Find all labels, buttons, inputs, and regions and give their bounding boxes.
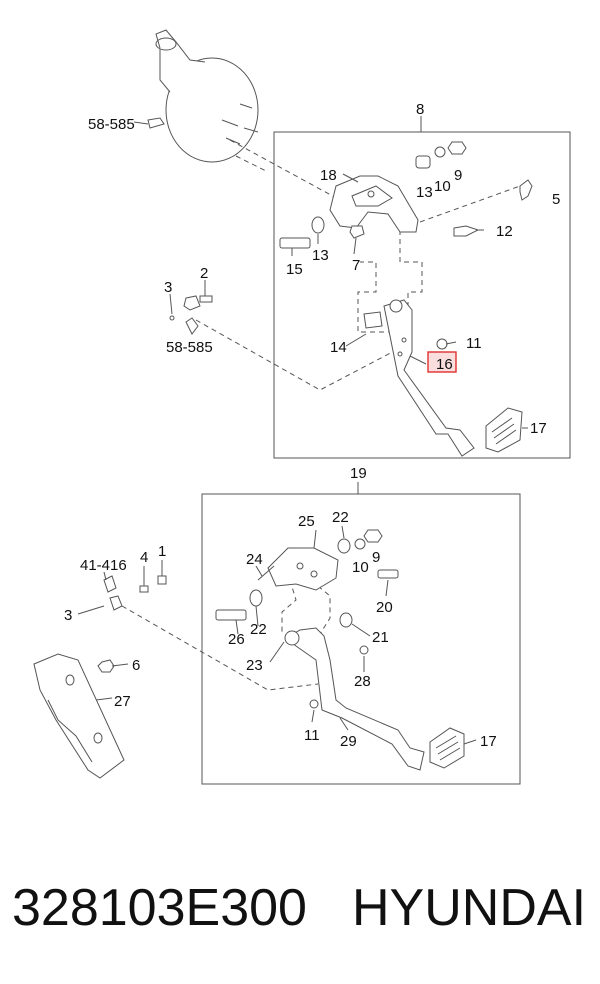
callout-21: 21 <box>372 629 389 646</box>
callout-18: 18 <box>320 167 337 184</box>
callout-20: 20 <box>376 599 393 616</box>
upper-small-parts <box>169 141 533 350</box>
callout-2: 2 <box>200 265 208 282</box>
part-16-highlight <box>427 351 457 373</box>
brand-name: HYUNDAI <box>352 879 587 937</box>
callout-23: 23 <box>246 657 263 674</box>
group-label-19: 19 <box>350 465 367 482</box>
callout-6: 6 <box>132 657 140 674</box>
callout-29: 29 <box>340 733 357 750</box>
part-number: 328103E300 <box>12 879 307 937</box>
callout-7: 7 <box>352 257 360 274</box>
callout-3-lower: 3 <box>64 607 72 624</box>
callout-17-lower: 17 <box>480 733 497 750</box>
callout-28: 28 <box>354 673 371 690</box>
callout-1: 1 <box>158 543 166 560</box>
callout-10-lower: 10 <box>352 559 369 576</box>
lower-dashed-leaders <box>121 579 331 691</box>
upper-pedal-arm <box>383 299 475 457</box>
callout-22-top: 22 <box>332 509 349 526</box>
callout-25: 25 <box>298 513 315 530</box>
callout-11-top: 11 <box>466 335 482 352</box>
callout-11-lower: 11 <box>304 727 320 744</box>
upper-bracket <box>329 175 419 233</box>
upper-pedal-pad <box>485 407 523 453</box>
callout-13-mid: 13 <box>312 247 329 264</box>
brake-booster <box>147 29 259 163</box>
upper-assembly-frame <box>273 131 571 459</box>
caption-bar: 328103E300 HYUNDAI <box>0 870 600 950</box>
callout-16: 16 <box>436 356 453 373</box>
callout-9-lower: 9 <box>372 549 380 566</box>
callout-13-top: 13 <box>416 184 433 201</box>
upper-callout-leaders <box>133 121 528 429</box>
callout-27: 27 <box>114 693 131 710</box>
callout-3-top: 3 <box>164 279 172 296</box>
lower-small-parts <box>97 529 399 709</box>
callout-24: 24 <box>246 551 263 568</box>
callout-41416: 41-416 <box>80 557 127 574</box>
callout-4: 4 <box>140 549 148 566</box>
callout-58585-top: 58-585 <box>88 116 135 133</box>
lower-callout-leaders <box>77 525 477 745</box>
callout-5: 5 <box>552 191 560 208</box>
pedal-cover <box>33 653 125 779</box>
lower-pedal-pad <box>429 727 465 769</box>
callout-10-top: 10 <box>434 178 451 195</box>
callout-26: 26 <box>228 631 245 648</box>
lower-pedal-arm <box>284 627 425 771</box>
lower-assembly-frame <box>201 493 521 785</box>
callout-12: 12 <box>496 223 513 240</box>
callout-58585-left: 58-585 <box>166 339 213 356</box>
lower-bracket <box>257 547 339 591</box>
callout-22-lower: 22 <box>250 621 267 638</box>
callout-17-top: 17 <box>530 420 547 437</box>
callout-15: 15 <box>286 261 303 278</box>
callout-14: 14 <box>330 339 347 356</box>
group-label-8: 8 <box>416 101 424 118</box>
callout-9-top: 9 <box>454 167 462 184</box>
